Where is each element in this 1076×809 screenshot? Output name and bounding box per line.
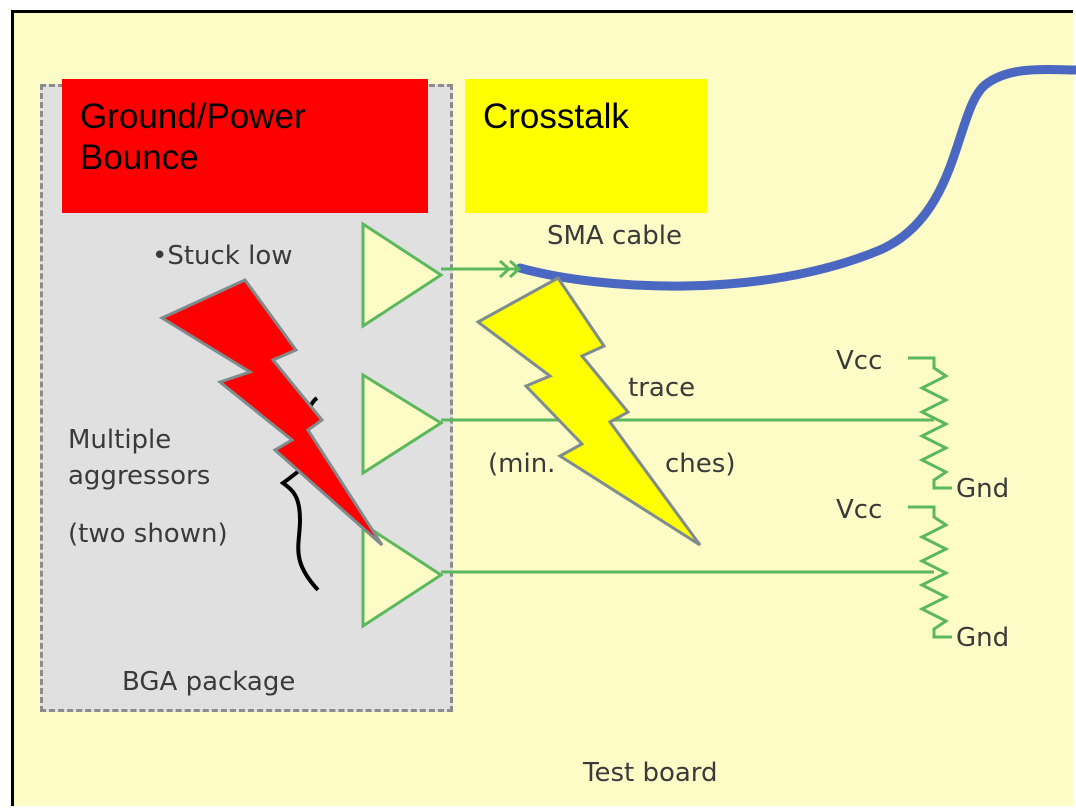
ground-bounce-bolt-icon: [158, 278, 384, 547]
min-inches-label: (min.: [488, 449, 556, 479]
gnd-label-1: Gnd: [956, 474, 1010, 504]
driver-victim: [361, 221, 444, 329]
aggressors-label-line2: aggressors: [68, 461, 211, 491]
test-board-label: Test board: [583, 758, 718, 788]
sma-cable-label: SMA cable: [547, 221, 682, 251]
aggressors-label-line1: Multiple: [68, 425, 172, 455]
sma-connector: [499, 259, 512, 279]
termination-resistor-1: [908, 356, 952, 490]
stuck-low-label: •Stuck low: [152, 241, 293, 271]
driver-aggressor-1: [361, 372, 444, 476]
vcc-label-1: Vcc: [836, 346, 883, 376]
pcb-trace-label: trace: [628, 373, 696, 403]
driver-aggressor-2: [361, 521, 444, 629]
gnd-label-2: Gnd: [956, 623, 1010, 653]
vcc-label-2: Vcc: [836, 495, 883, 525]
termination-resistor-2: [908, 505, 952, 639]
crosstalk-bolt-icon: [475, 276, 702, 547]
bga-package-label: BGA package: [122, 667, 296, 697]
min-inches-tail-label: ches): [665, 449, 736, 479]
aggressors-label-line3: (two shown): [68, 519, 228, 549]
ground-bounce-callout: Ground/Power Bounce: [62, 79, 428, 213]
crosstalk-callout: Crosstalk: [465, 79, 707, 213]
sma-cable: [515, 64, 1076, 291]
